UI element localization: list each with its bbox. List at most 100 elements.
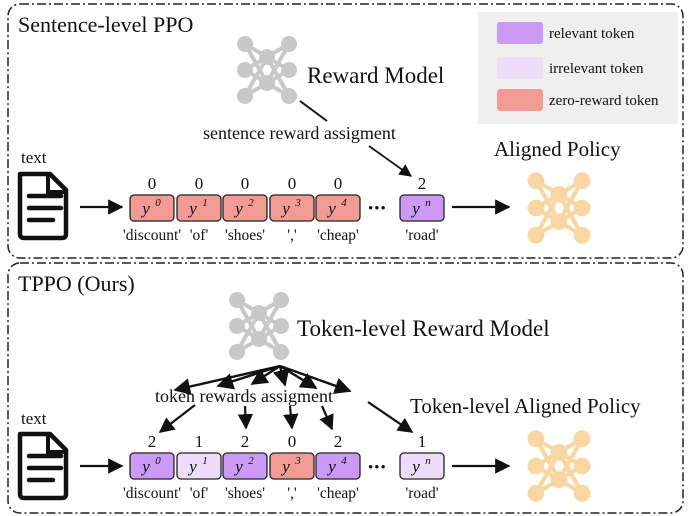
top-model-to-label-line xyxy=(299,100,328,122)
token-box xyxy=(315,194,361,222)
token-word: 'of' xyxy=(190,485,209,502)
top-ellipsis: ••• xyxy=(368,201,387,217)
token-symbol: y xyxy=(410,457,420,476)
network-node xyxy=(550,185,568,203)
token-superscript: 0 xyxy=(155,197,161,209)
token-superscript: 0 xyxy=(155,455,161,467)
fan-arrow xyxy=(273,365,290,387)
token-superscript: 3 xyxy=(294,197,301,209)
network-node xyxy=(527,484,545,502)
token-symbol: y xyxy=(326,457,336,476)
token-superscript: 1 xyxy=(202,197,208,209)
legend-swatch-relevant xyxy=(497,22,543,44)
reward-model-network-icon xyxy=(237,36,297,104)
legend-label-irrelevant: irrelevant token xyxy=(549,61,644,77)
token-symbol: y xyxy=(233,457,243,476)
network-node xyxy=(573,172,591,190)
network-node xyxy=(573,484,591,502)
network-node xyxy=(237,62,253,78)
token-reward-fan-arrows xyxy=(158,364,414,433)
token-word: 'cheap' xyxy=(317,227,359,244)
aligned-policy-network-icon xyxy=(527,172,591,244)
network-node xyxy=(259,75,275,91)
token-reward-value: 0 xyxy=(334,174,343,193)
token-superscript: n xyxy=(425,455,431,467)
token-reward-value: 0 xyxy=(288,174,297,193)
token-box xyxy=(269,452,315,480)
token-word: ',' xyxy=(287,485,297,502)
legend-label-relevant: relevant token xyxy=(549,26,635,42)
token-box xyxy=(176,452,222,480)
reward-assign-arrow xyxy=(158,404,196,433)
network-node xyxy=(281,36,297,52)
legend-swatch-irrelevant xyxy=(497,57,543,79)
bottom-panel-frame xyxy=(7,262,684,514)
document-fold xyxy=(46,435,65,454)
token-box xyxy=(129,452,175,480)
token-word: 'of' xyxy=(190,227,209,244)
network-node xyxy=(237,36,253,52)
token-superscript: 2 xyxy=(248,197,254,209)
token-word: 'road' xyxy=(405,227,438,244)
network-node xyxy=(281,62,297,78)
token-word: 'discount' xyxy=(123,485,181,502)
token-reward-model-network-icon xyxy=(229,292,289,360)
token-reward-value: 0 xyxy=(148,174,157,193)
top-text-label: text xyxy=(21,148,47,167)
token-box xyxy=(269,194,315,222)
token-symbol: y xyxy=(187,199,197,218)
token-reward-value: 0 xyxy=(241,174,250,193)
top-assign-arrow xyxy=(368,145,413,177)
reward-assign-arrow xyxy=(319,405,334,431)
token-superscript: 4 xyxy=(341,455,347,467)
network-node xyxy=(550,213,568,231)
network-node xyxy=(573,430,591,448)
token-symbol: y xyxy=(280,199,290,218)
document-icon xyxy=(17,431,69,501)
fan-arrow xyxy=(216,364,281,390)
token-word: 'shoes' xyxy=(225,485,265,502)
top-policy-label: Aligned Policy xyxy=(494,137,621,161)
token-word: 'shoes' xyxy=(225,227,265,244)
token-box xyxy=(222,194,268,222)
network-node xyxy=(281,88,297,104)
token-aligned-policy-network-icon xyxy=(527,430,591,502)
network-node xyxy=(229,318,245,334)
network-node xyxy=(527,457,545,475)
token-box xyxy=(399,452,445,480)
legend-label-zero-reward: zero-reward token xyxy=(549,93,659,109)
network-node xyxy=(573,457,591,475)
token-reward-value: 2 xyxy=(241,432,250,451)
network-node xyxy=(573,226,591,244)
token-reward-value: 0 xyxy=(288,432,297,451)
document-fold xyxy=(46,175,65,194)
top-assign-label: sentence reward assigment xyxy=(203,123,396,143)
bottom-policy-label: Token-level Aligned Policy xyxy=(410,394,641,418)
top-reward-model-label: Reward Model xyxy=(307,63,444,88)
token-reward-value: 0 xyxy=(195,174,204,193)
token-symbol: y xyxy=(326,199,336,218)
token-superscript: n xyxy=(425,197,431,209)
token-box xyxy=(176,194,222,222)
token-word: 'discount' xyxy=(123,227,181,244)
network-node xyxy=(550,443,568,461)
token-superscript: 1 xyxy=(202,455,208,467)
network-node xyxy=(273,292,289,308)
network-node xyxy=(237,88,253,104)
token-reward-value: 1 xyxy=(418,432,427,451)
fan-arrow xyxy=(279,364,352,394)
network-node xyxy=(527,226,545,244)
token-reward-value: 2 xyxy=(418,174,427,193)
token-symbol: y xyxy=(140,457,150,476)
network-node xyxy=(251,331,267,347)
